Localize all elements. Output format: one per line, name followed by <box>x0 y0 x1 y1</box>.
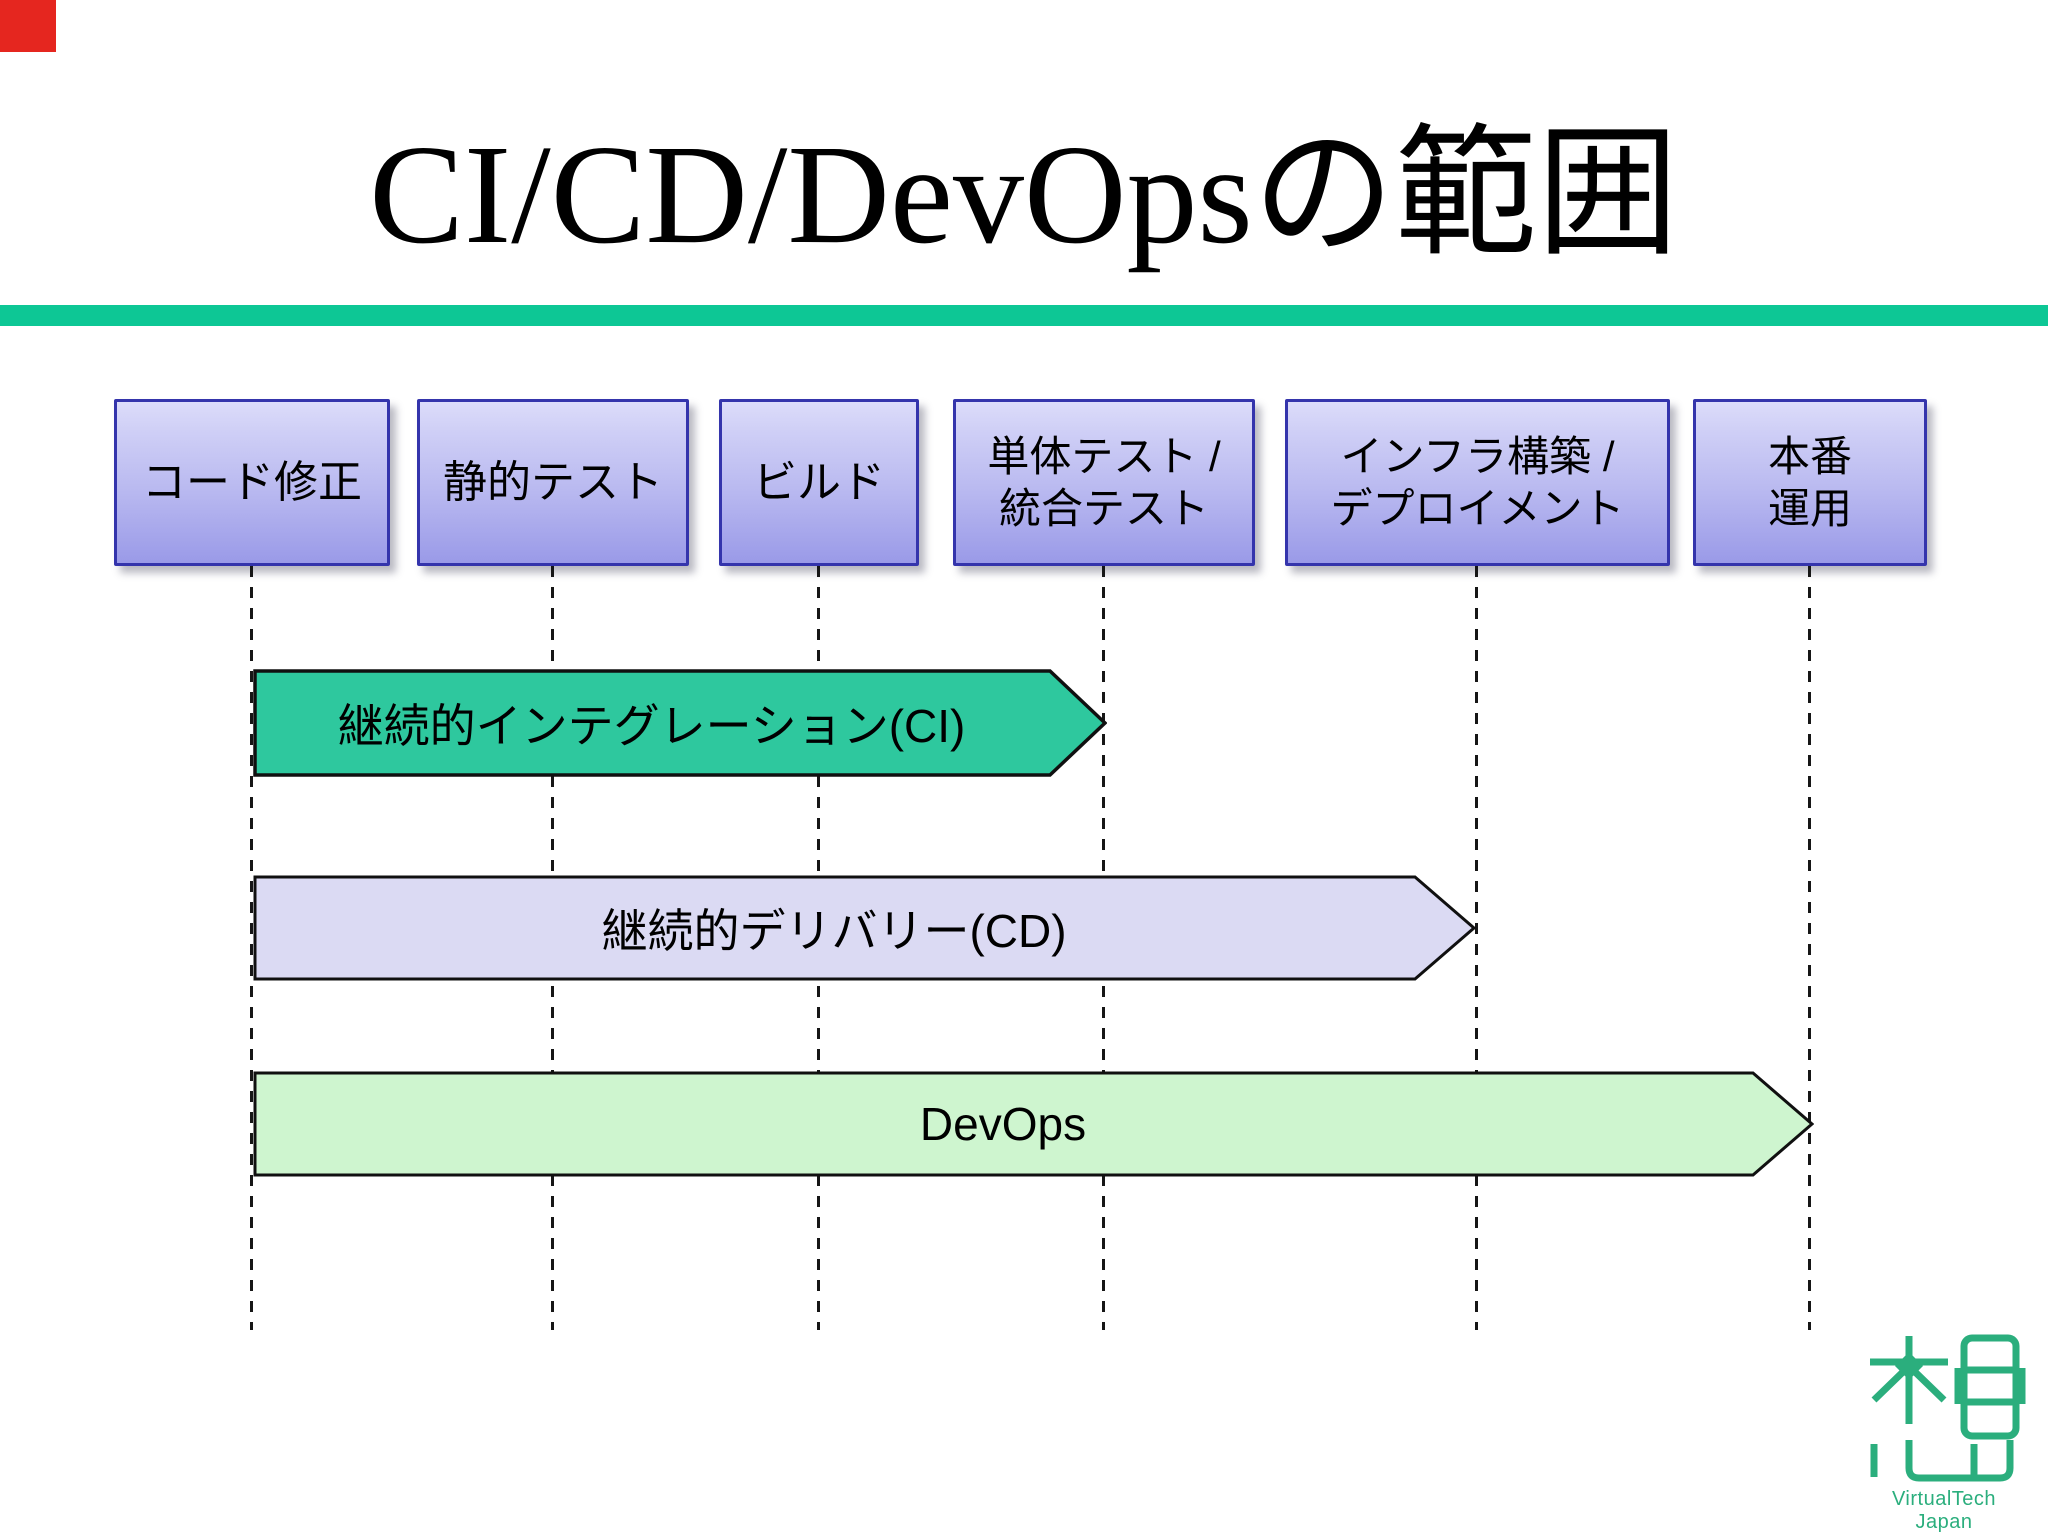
logo-text: VirtualTech Japan <box>1891 1488 1997 1533</box>
stage-label: 静的テスト <box>443 457 663 507</box>
guide-line-1 <box>250 566 253 1330</box>
cd-span-label: 継続的デリバリー(CD) <box>601 905 1067 957</box>
stage-label: 単体テスト / 統合テスト <box>987 433 1221 532</box>
stage-box-production-operation: 本番 運用 <box>1693 399 1927 566</box>
guide-line-6 <box>1808 566 1811 1330</box>
stage-label: 本番 運用 <box>1767 433 1852 532</box>
devops-span-arrow <box>253 1071 1814 1177</box>
virtualtech-japan-logo: VirtualTech Japan <box>1862 1332 2026 1533</box>
ci-span-label: 継続的インテグレーション(CI) <box>337 700 966 752</box>
stage-box-build: ビルド <box>719 399 919 566</box>
red-corner-marker <box>0 0 56 52</box>
stage-box-static-test: 静的テスト <box>417 399 689 566</box>
guide-line-5 <box>1475 566 1478 1330</box>
stage-label: コード修正 <box>142 457 362 507</box>
stage-label: ビルド <box>753 457 885 507</box>
stage-box-unit-integration-test: 単体テスト / 統合テスト <box>953 399 1255 566</box>
stage-box-code-fix: コード修正 <box>114 399 390 566</box>
devops-span-label: DevOps <box>919 1098 1087 1150</box>
ci-span-arrow <box>253 669 1107 777</box>
cd-span-arrow <box>253 875 1476 981</box>
title-divider-bar <box>0 305 2048 326</box>
stage-label: インフラ構築 / デプロイメント <box>1330 433 1625 532</box>
slide-title: CI/CD/DevOpsの範囲 <box>369 115 1679 273</box>
virtualtech-logo-mark <box>1870 1334 2026 1482</box>
stage-box-infra-deployment: インフラ構築 / デプロイメント <box>1285 399 1670 566</box>
